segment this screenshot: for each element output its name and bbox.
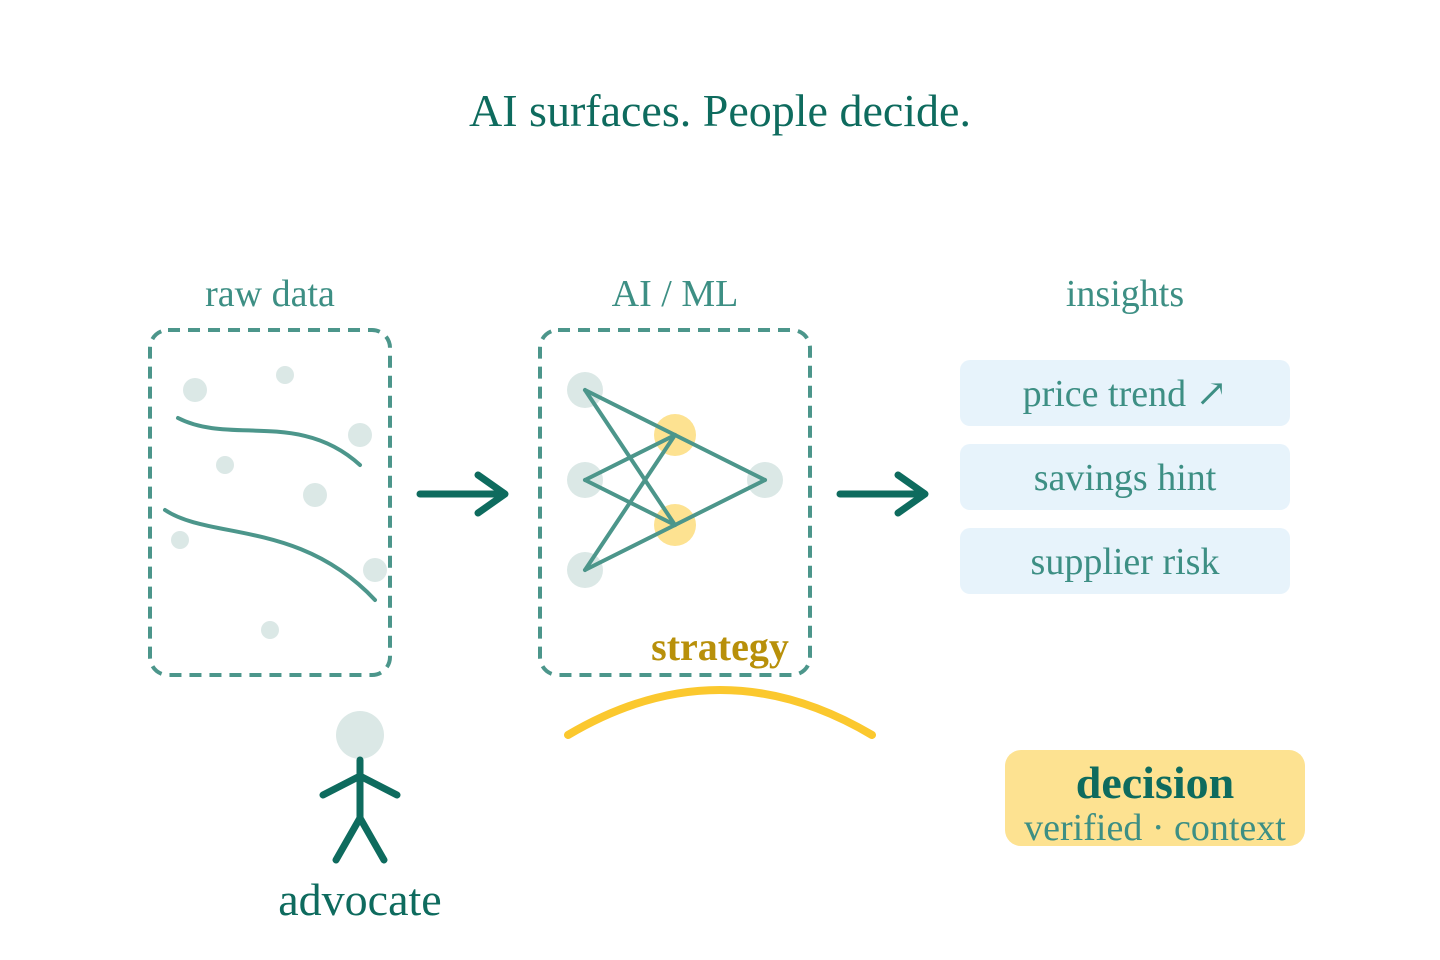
- section-label-raw-data: raw data: [205, 273, 335, 315]
- insight-card-bg: [960, 360, 1290, 426]
- insight-card: price trend ↗: [960, 360, 1290, 426]
- strategy-arc: [564, 686, 876, 739]
- data-dot: [261, 621, 279, 639]
- insight-card-label: savings hint: [1034, 457, 1217, 499]
- decision-label: decision: [1076, 757, 1234, 808]
- network-edges: [583, 388, 767, 572]
- insight-card-bg: [960, 444, 1290, 510]
- data-dot: [303, 483, 327, 507]
- decision-box: decision verified · context: [1005, 750, 1305, 849]
- insight-card: savings hint: [960, 444, 1290, 510]
- insight-card-bg: [960, 528, 1290, 594]
- raw-data-dots: [171, 366, 387, 639]
- arrow-right-icon: [836, 471, 929, 517]
- insight-card-label: price trend ↗: [1023, 373, 1228, 415]
- decision-box-bg: [1005, 750, 1305, 846]
- person-icon: [319, 711, 401, 864]
- data-dot: [171, 531, 189, 549]
- advocate-label: advocate: [278, 874, 441, 925]
- strategy-label: strategy: [651, 624, 789, 669]
- insight-card: supplier risk: [960, 528, 1290, 594]
- data-curve: [176, 416, 362, 467]
- ai-ml-box: strategy: [538, 328, 812, 677]
- data-curve: [163, 508, 377, 602]
- data-dot: [216, 456, 234, 474]
- page-title: AI surfaces. People decide.: [469, 85, 971, 136]
- data-dot: [183, 378, 207, 402]
- decision-subtitle: verified · context: [1024, 807, 1286, 849]
- data-dot: [363, 558, 387, 582]
- section-label-ai-ml: AI / ML: [612, 273, 739, 315]
- arrow-right-icon: [416, 471, 509, 517]
- data-dot: [276, 366, 294, 384]
- raw-data-frame: [148, 328, 392, 677]
- data-dot: [348, 423, 372, 447]
- raw-data-box: [148, 328, 392, 677]
- person-head: [336, 711, 384, 759]
- section-label-insights: insights: [1066, 273, 1184, 315]
- insight-card-label: supplier risk: [1031, 541, 1220, 583]
- neural-network-icon: [567, 372, 783, 588]
